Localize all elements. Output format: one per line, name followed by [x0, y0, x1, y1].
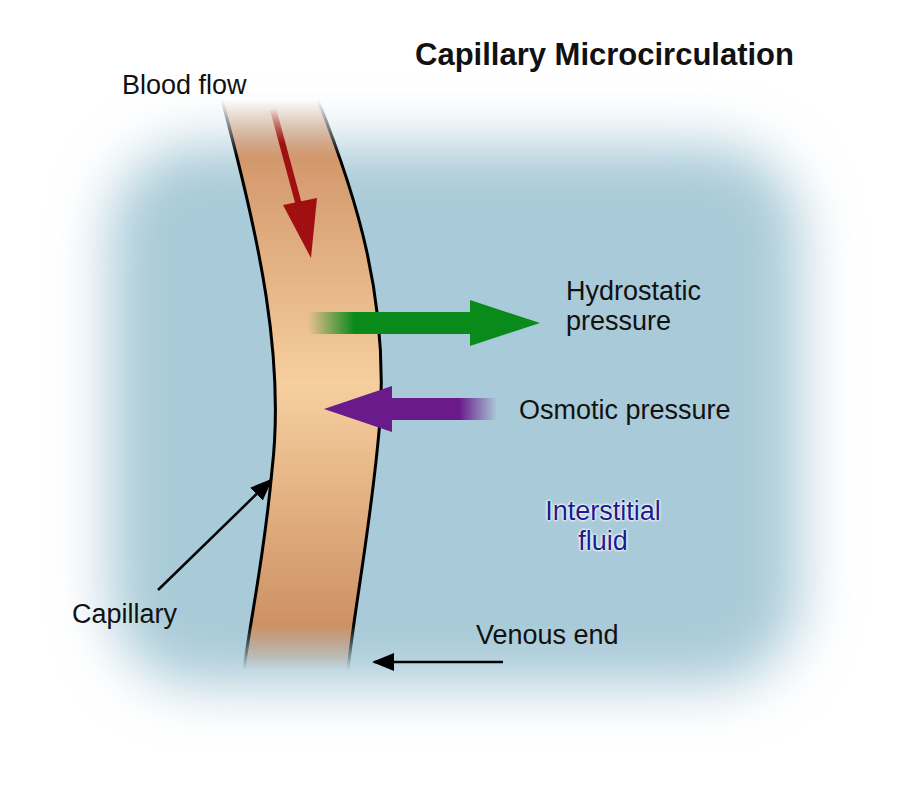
region-label: Interstitial fluid: [523, 496, 683, 556]
part-label: Capillary: [72, 599, 242, 629]
hydrostatic-arrow: [308, 300, 540, 346]
flow-label: Blood flow: [122, 70, 322, 100]
diagram-title: Capillary Microcirculation: [415, 38, 794, 73]
pressure-label: Osmotic pressure: [519, 395, 819, 425]
end-label: Venous end: [476, 620, 696, 650]
capillary-tube: [222, 100, 381, 670]
capillary-leader: [158, 480, 271, 590]
blood-flow-arrow: [270, 108, 317, 258]
venous-end-leader: [374, 661, 503, 664]
pressure-label: Hydrostatic pressure: [566, 276, 766, 336]
osmotic-arrow: [324, 386, 497, 432]
